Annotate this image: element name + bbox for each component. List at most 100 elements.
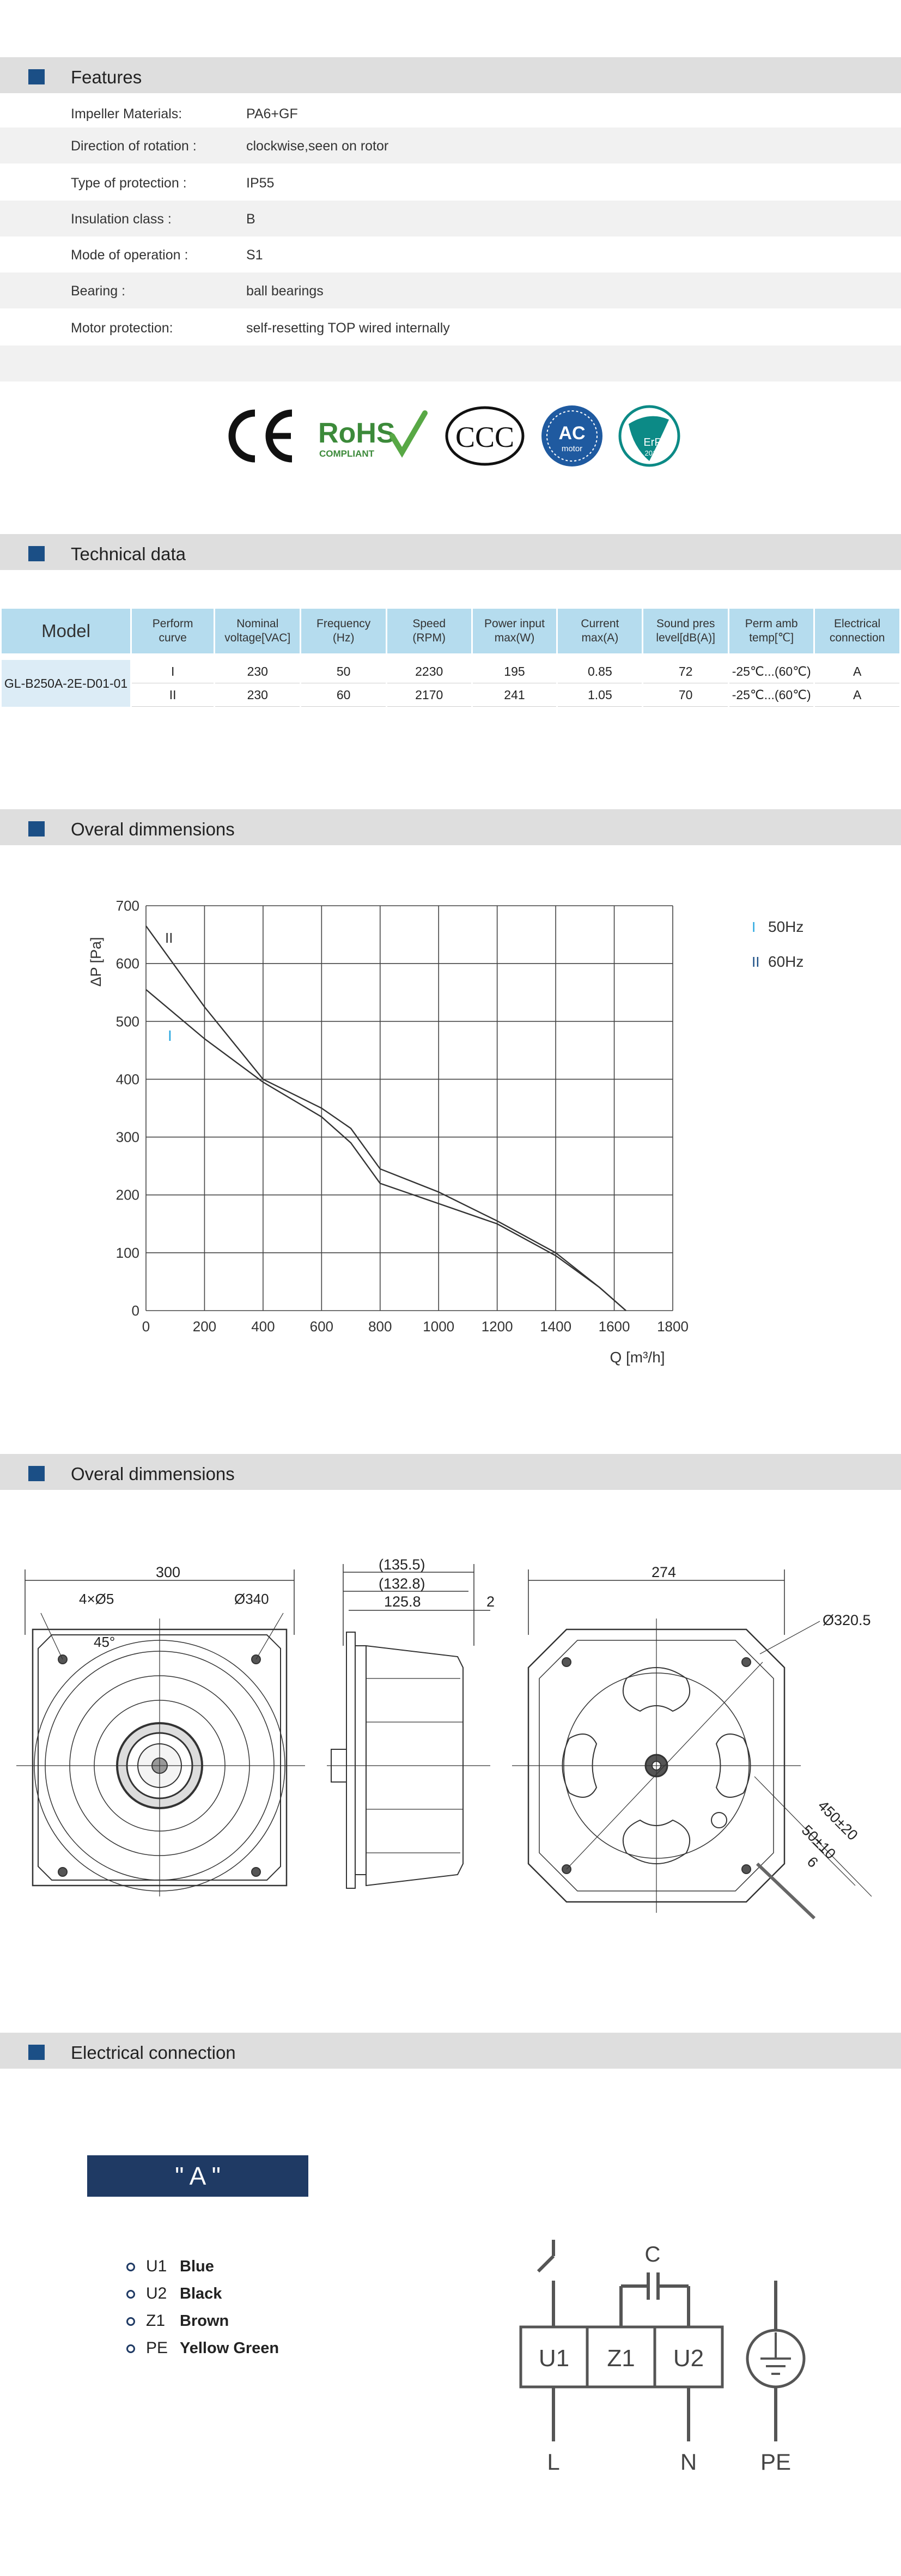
x-tick-label: 800 (368, 1318, 392, 1335)
wiring-diagram: U1 Z1 U2 C L N PE (519, 2240, 806, 2475)
table-row: II 230 60 2170 241 1.05 70 -25℃...(60℃) … (2, 683, 899, 707)
erp-sub-text: 2015 (645, 449, 661, 457)
erp-logo: ErP 2015 (618, 405, 680, 467)
bullet-icon (126, 2344, 135, 2354)
legend-marker: II (752, 954, 759, 970)
ce-text: CE (222, 403, 223, 404)
section-marker (28, 2045, 45, 2060)
table-cell: 0.85 (558, 660, 642, 683)
section-marker (28, 1466, 45, 1481)
curve-header: Overal dimmensions (0, 809, 901, 845)
dim-holes: 4×Ø5 (79, 1591, 114, 1607)
table-cell: -25℃...(60℃) (729, 660, 814, 683)
dimension-drawing: 300 4×Ø5 45° Ø340 (135.5) (132.8) 125.8 … (16, 1559, 872, 1920)
x-tick-label: 1400 (540, 1318, 571, 1335)
x-axis-label: Q [m³/h] (610, 1349, 665, 1366)
table-cell: I (132, 660, 214, 683)
feature-row: Direction of rotation : clockwise,seen o… (0, 128, 901, 163)
dim-angle: 45° (94, 1634, 115, 1650)
feature-spacer (0, 346, 901, 381)
feature-key: Impeller Materials: (71, 106, 182, 122)
dim-side-1: (135.5) (379, 1559, 425, 1573)
col-speed: Speed(RPM) (387, 609, 471, 653)
lead-l: L (547, 2449, 559, 2475)
ccc-logo: CCC (445, 406, 525, 466)
feature-key: Direction of rotation : (71, 138, 197, 154)
feature-value: IP55 (246, 175, 275, 191)
feature-value: B (246, 211, 255, 227)
capacitor-label: C (645, 2242, 661, 2266)
table-cell: 60 (301, 683, 386, 707)
col-frequency: Frequency(Hz) (301, 609, 386, 653)
dim-side-4: 2 (486, 1593, 495, 1610)
feature-row: Impeller Materials: PA6+GF (0, 95, 901, 131)
terminal-u1: U1 (539, 2345, 569, 2372)
chart-grid (145, 905, 673, 1311)
front-view: 300 4×Ø5 45° Ø340 (16, 1564, 305, 1896)
table-cell: 195 (472, 660, 557, 683)
dim-front-width: 300 (156, 1564, 180, 1580)
dim-front-diameter: Ø340 (234, 1591, 269, 1607)
table-cell: 241 (472, 683, 557, 707)
ac-text: AC (558, 423, 585, 444)
ccc-text: CCC (455, 421, 514, 453)
features-header: Features (0, 57, 901, 93)
side-view: (135.5) (132.8) 125.8 2 (327, 1559, 495, 1889)
x-tick-label: 0 (142, 1318, 150, 1335)
electrical-title: Electrical connection (71, 2042, 236, 2063)
feature-key: Insulation class : (71, 211, 172, 227)
dim-cable-3: 6 (804, 1853, 821, 1871)
dim-back-diameter: Ø320.5 (823, 1612, 871, 1628)
technical-header: Technical data (0, 534, 901, 570)
electrical-header: Electrical connection (0, 2033, 901, 2069)
feature-key: Bearing : (71, 283, 126, 299)
legend-label: 50Hz (768, 918, 803, 935)
table-cell: 1.05 (558, 683, 642, 707)
feature-key: Mode of operation : (71, 247, 188, 263)
feature-value: S1 (246, 247, 263, 263)
table-cell: 230 (215, 660, 300, 683)
lead-pe: PE (760, 2449, 791, 2475)
curve-title: Overal dimmensions (71, 819, 235, 839)
curve-label-2: II (165, 930, 173, 946)
feature-value: ball bearings (246, 283, 324, 299)
legend-marker: I (752, 919, 756, 935)
rohs-sub-text: COMPLIANT (319, 448, 375, 459)
bullet-icon (126, 2263, 135, 2272)
legend-label: 60Hz (768, 953, 803, 970)
dimensions-header: Overal dimmensions (0, 1454, 901, 1490)
x-tick-label: 1600 (599, 1318, 630, 1335)
x-tick-label: 600 (310, 1318, 333, 1335)
section-marker (28, 546, 45, 561)
rohs-text: RoHS (318, 417, 395, 449)
y-axis-label: ΔP [Pa] (88, 937, 104, 986)
technical-title: Technical data (71, 544, 186, 564)
dimensions-title: Overal dimmensions (71, 1464, 235, 1484)
dim-side-3: 125.8 (384, 1593, 421, 1610)
ac-motor-logo: AC motor (541, 405, 602, 466)
feature-row: Motor protection: self-resetting TOP wir… (0, 310, 901, 346)
x-tick-label: 400 (251, 1318, 275, 1335)
section-marker (28, 821, 45, 837)
dim-side-2: (132.8) (379, 1575, 425, 1592)
y-tick-label: 700 (116, 898, 139, 914)
table-cell: 2230 (387, 660, 471, 683)
x-tick-label: 1200 (482, 1318, 513, 1335)
table-cell: 230 (215, 683, 300, 707)
table-cell: A (815, 683, 899, 707)
feature-key: Motor protection: (71, 320, 173, 336)
series-line-2 (145, 925, 626, 1311)
erp-text: ErP (643, 437, 661, 448)
table-cell: 70 (643, 683, 728, 707)
table-cell: 72 (643, 660, 728, 683)
